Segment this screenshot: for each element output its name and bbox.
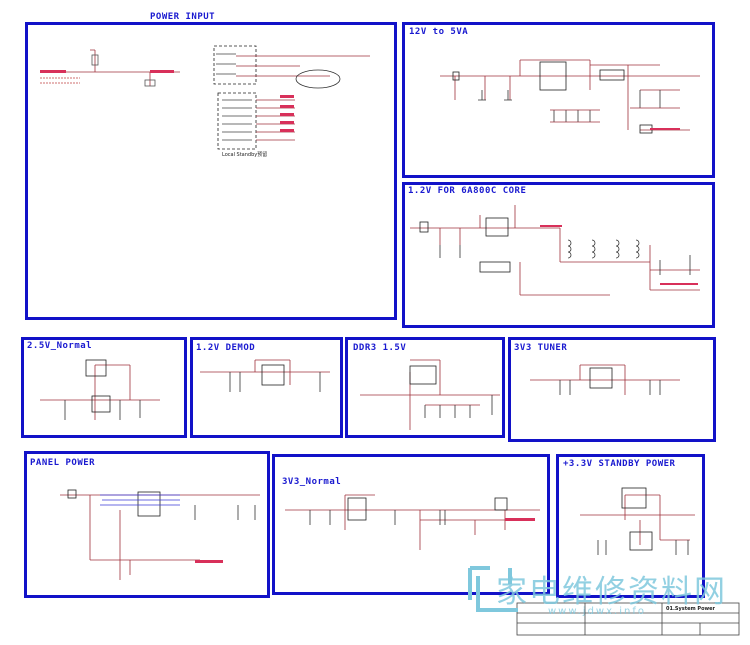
block-2v5-normal: [21, 337, 187, 438]
block-panel-power: [24, 451, 270, 598]
3v3-tuner-circuit: [530, 364, 680, 395]
3v3-standby-circuit: [580, 487, 695, 555]
block-ddr3-1v5: [345, 337, 505, 438]
watermark-url: www.jdwx.info: [548, 606, 646, 617]
panel-power-title: PANEL POWER: [30, 458, 96, 468]
power-input-title: POWER INPUT: [150, 12, 216, 22]
title-block-lines: [516, 602, 740, 636]
block-3v3-tuner: [508, 337, 716, 442]
ddr3-1v5-circuit: [360, 359, 500, 430]
12v-to-5va-title: 12V to 5VA: [409, 27, 469, 37]
12v-to-5va-circuit: [440, 59, 700, 134]
block-12v-to-5va: [402, 22, 715, 178]
block-1v2-demod: [190, 337, 343, 438]
local-standby-note: Local Standby预留: [222, 152, 268, 158]
3v3-standby-title: +3.3V STANDBY POWER: [563, 459, 676, 469]
block-3v3-standby: [556, 454, 705, 598]
3v3-normal-circuit: [285, 494, 540, 550]
2v5-normal-circuit: [40, 359, 160, 420]
2v5-normal-title: 2.5V_Normal: [27, 341, 93, 351]
3v3-tuner-title: 3V3 TUNER: [514, 343, 568, 353]
1v2-demod-circuit: [200, 359, 330, 392]
block-power-input: [25, 22, 397, 320]
panel-power-circuit: [60, 489, 260, 580]
block-3v3-normal: [272, 454, 550, 595]
watermark-cn: 家电维修资料网: [496, 574, 727, 610]
1v2-core-circuit: [410, 205, 700, 296]
ddr3-1v5-title: DDR3 1.5V: [353, 343, 407, 353]
1v2-demod-title: 1.2V DEMOD: [196, 343, 256, 353]
block-1v2-core: [402, 182, 715, 328]
sheet-name: 01.System Power: [666, 606, 716, 612]
power-input-circuit: [40, 45, 370, 150]
1v2-core-title: 1.2V FOR 6A800C CORE: [408, 186, 527, 196]
3v3-normal-title: 3V3_Normal: [282, 477, 342, 487]
